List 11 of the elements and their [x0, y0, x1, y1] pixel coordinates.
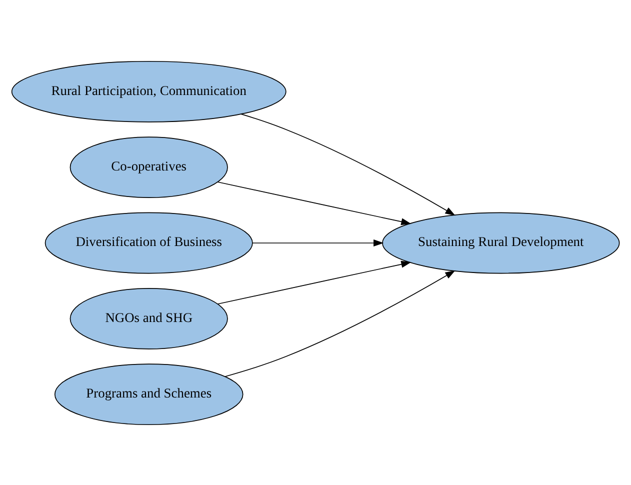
arrow	[240, 113, 456, 216]
node-ellipse: Programs and Schemes	[54, 363, 244, 425]
arrow	[217, 181, 412, 225]
arrow	[252, 238, 384, 246]
node-ellipse: Sustaining Rural Development	[382, 212, 620, 274]
node-ellipse: Rural Participation, Communication	[11, 60, 286, 122]
node-ellipse: Co-operatives	[70, 136, 228, 198]
node-ellipse: NGOs and SHG	[70, 288, 228, 349]
arrow	[217, 260, 412, 304]
node-ellipse: Diversification of Business	[44, 212, 253, 274]
arrow	[224, 270, 456, 377]
